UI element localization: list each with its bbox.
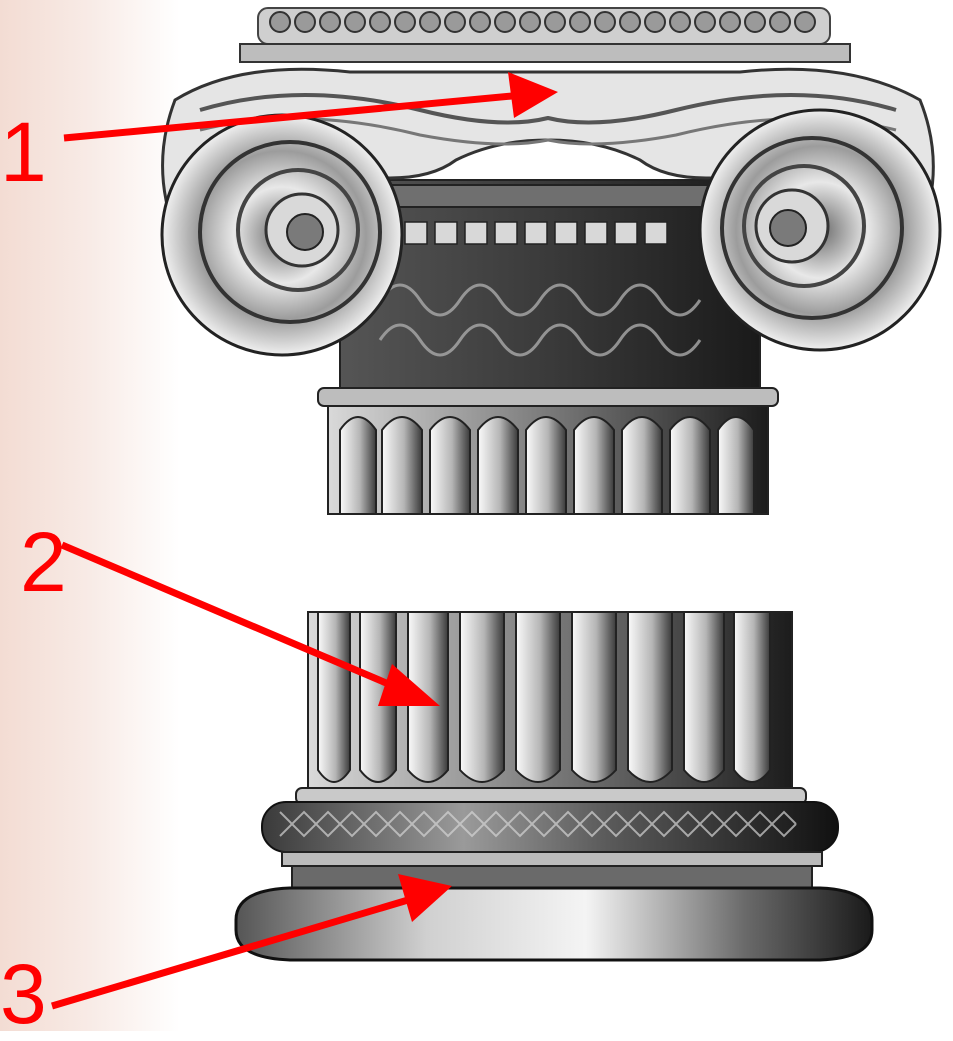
- label-3: 3: [0, 952, 47, 1036]
- label-2: 2: [20, 520, 67, 604]
- left-volute: [162, 115, 402, 355]
- capital: [162, 8, 940, 514]
- right-volute: [700, 110, 940, 350]
- label-1: 1: [0, 110, 47, 194]
- column-base: [236, 612, 872, 960]
